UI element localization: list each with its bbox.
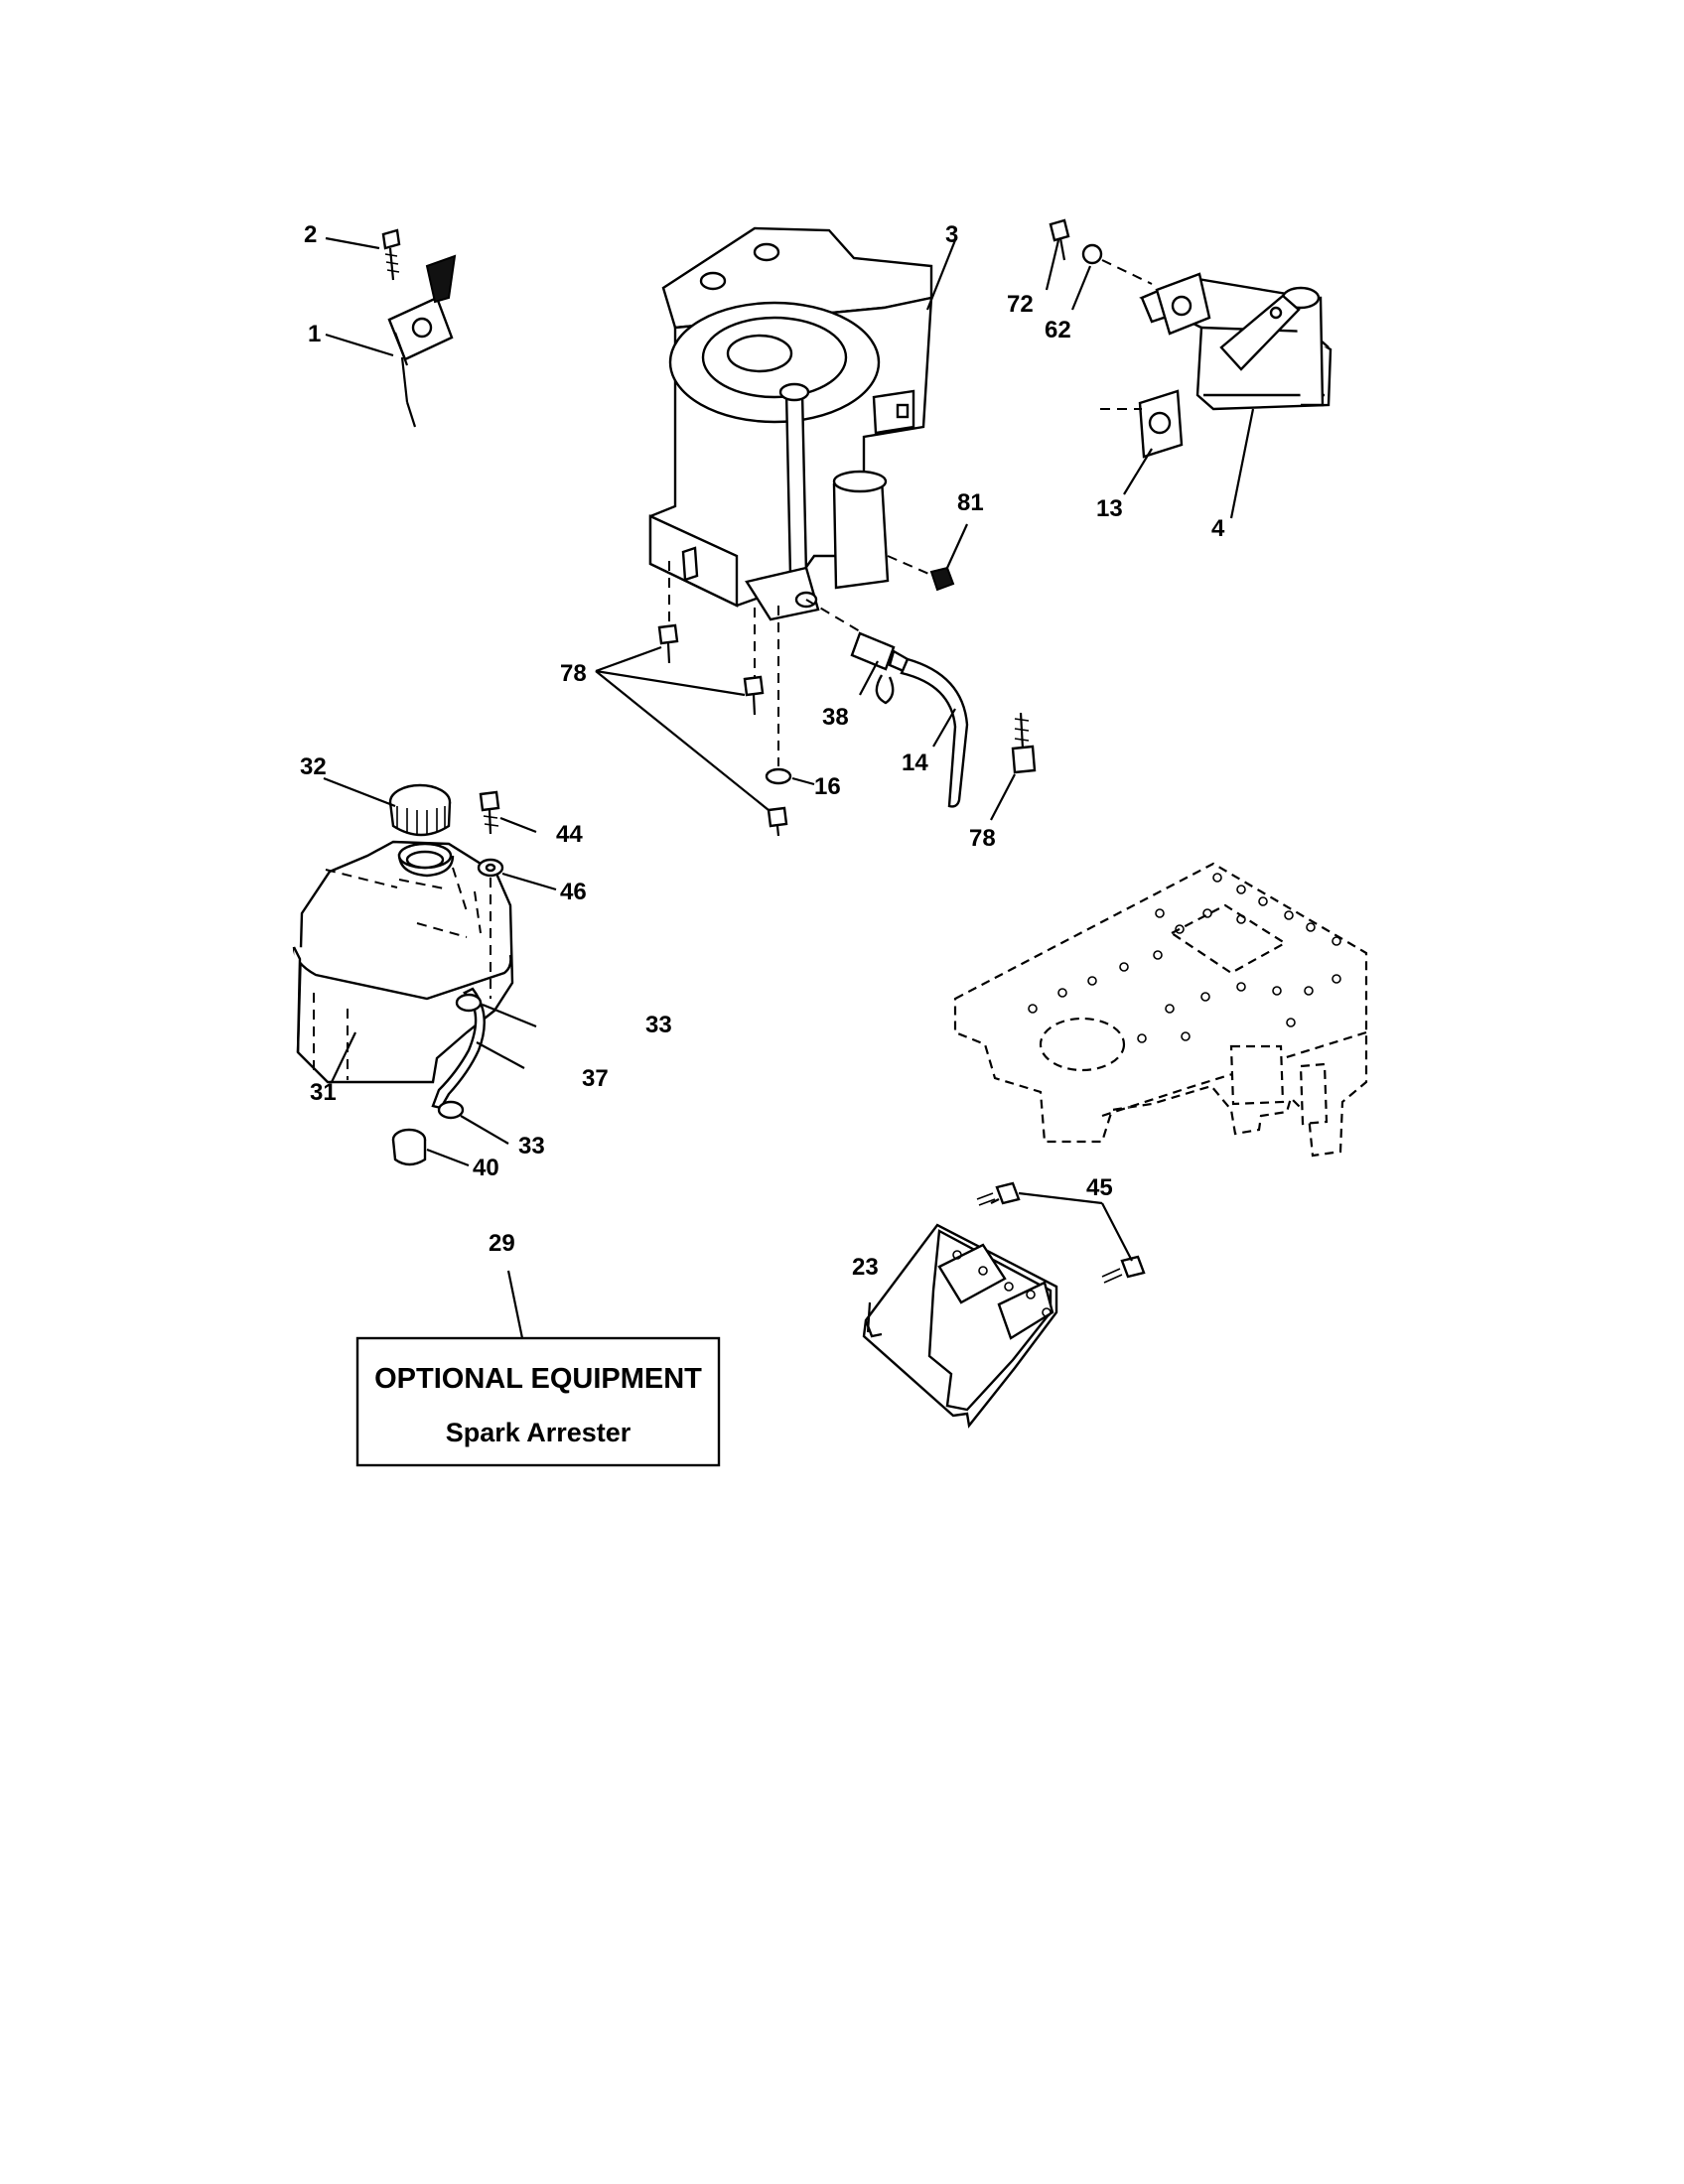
callout-38: 38 <box>822 704 849 731</box>
callout-40: 40 <box>473 1155 499 1181</box>
leader-line-72 <box>1045 239 1060 291</box>
bolt-part-72 <box>1049 218 1070 261</box>
leader-line-29 <box>506 1270 524 1339</box>
bolt-part-78-middle <box>743 675 765 716</box>
leader-line-2 <box>325 236 380 250</box>
callout-72: 72 <box>1007 291 1034 318</box>
callout-29: 29 <box>489 1230 515 1257</box>
washer-part-46 <box>477 858 504 878</box>
exhaust-gasket-part <box>1138 389 1184 459</box>
callout-13: 13 <box>1096 495 1123 522</box>
callout-3: 3 <box>945 221 958 248</box>
leader-line-3 <box>925 239 957 311</box>
callout-81: 81 <box>957 489 984 516</box>
callout-46: 46 <box>560 879 587 905</box>
lockwasher-part-62 <box>1081 243 1103 265</box>
drain-hose-part <box>900 657 969 808</box>
callout-33-upper: 33 <box>645 1012 672 1038</box>
washer-part-16 <box>765 767 792 785</box>
leader-line-38 <box>859 660 879 696</box>
bolt-part-78-left <box>657 623 679 664</box>
callout-32: 32 <box>300 753 327 780</box>
alignment-line-62 <box>1101 259 1153 285</box>
leader-line-46 <box>501 872 557 891</box>
callout-44: 44 <box>556 821 583 848</box>
leader-line-33-lower <box>460 1115 509 1145</box>
leader-line-13 <box>1123 448 1153 495</box>
heat-shield-part <box>862 1223 1058 1429</box>
bolt-part-45-upper <box>976 1181 1021 1206</box>
screw-part-2 <box>381 228 401 281</box>
fuel-tank-part <box>292 840 514 1084</box>
clamp-part-33-upper <box>455 993 483 1013</box>
callout-33-lower: 33 <box>518 1133 545 1160</box>
fuel-cap-part <box>388 783 452 837</box>
leader-line-16 <box>791 776 815 786</box>
leader-line-23 <box>866 1301 872 1333</box>
leader-line-32 <box>323 776 396 808</box>
callout-78-engine: 78 <box>560 660 587 687</box>
callout-31: 31 <box>310 1079 337 1106</box>
bushing-part-40 <box>391 1128 427 1166</box>
leader-line-45-b <box>1101 1202 1133 1262</box>
bolt-part-78-right <box>1011 712 1037 774</box>
engine-part <box>648 226 933 621</box>
callout-1: 1 <box>308 321 321 347</box>
leader-line-78-right <box>990 773 1016 821</box>
muffler-part <box>1139 272 1333 411</box>
leader-line-78-b <box>595 669 746 697</box>
callout-37: 37 <box>582 1065 609 1092</box>
callout-62: 62 <box>1045 317 1071 343</box>
bolt-part-45-lower <box>1101 1255 1146 1284</box>
leader-line-78-c <box>595 670 770 811</box>
leader-line-45-a <box>1018 1191 1103 1205</box>
leader-line-33-upper <box>482 1003 537 1028</box>
chassis-frame-reference <box>953 862 1368 1158</box>
nut-part-81 <box>929 566 955 592</box>
drain-valve-part <box>850 631 910 705</box>
alignment-line-38 <box>805 599 861 632</box>
callout-4: 4 <box>1211 515 1225 542</box>
alignment-line-81 <box>887 555 934 577</box>
leader-line-40 <box>426 1148 470 1167</box>
clamp-part-33-lower <box>437 1100 465 1120</box>
callout-78-right: 78 <box>969 825 996 852</box>
leader-line-37 <box>476 1041 525 1069</box>
optional-equipment-title: OPTIONAL EQUIPMENT <box>374 1363 702 1395</box>
bolt-part-78-lower <box>767 806 788 837</box>
leader-line-81 <box>945 523 969 569</box>
leader-line-4 <box>1229 408 1255 519</box>
leader-line-1 <box>325 333 394 357</box>
leader-line-14 <box>932 708 956 748</box>
callout-16: 16 <box>814 773 841 800</box>
throttle-control-part <box>387 254 457 428</box>
screw-part-44 <box>479 790 500 835</box>
callout-23: 23 <box>852 1254 879 1281</box>
leader-line-44 <box>499 816 537 834</box>
callout-45: 45 <box>1086 1174 1113 1201</box>
leader-line-78-a <box>595 645 662 673</box>
leader-line-31 <box>331 1031 356 1083</box>
leader-line-62 <box>1070 265 1092 311</box>
optional-equipment-box: OPTIONAL EQUIPMENT Spark Arrester <box>355 1336 721 1467</box>
optional-equipment-subtitle: Spark Arrester <box>446 1418 632 1447</box>
callout-2: 2 <box>304 221 317 248</box>
callout-14: 14 <box>902 750 928 776</box>
